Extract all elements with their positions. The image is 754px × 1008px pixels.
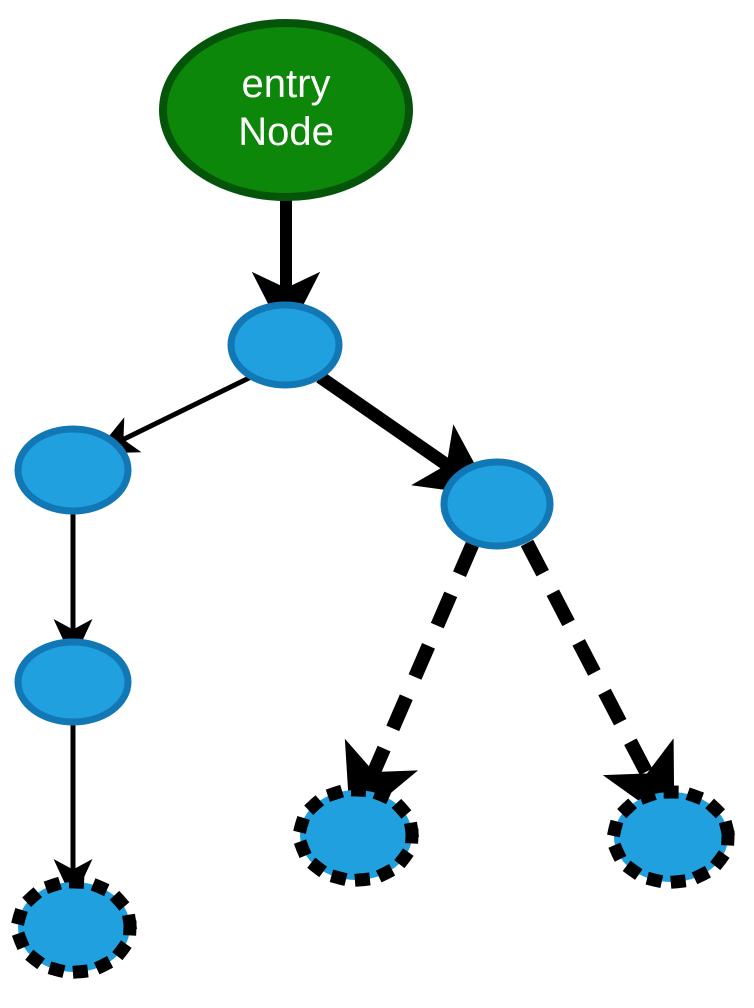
node-n5[interactable] [440, 458, 554, 550]
node-shape-entry[interactable] [159, 19, 413, 201]
node-shape-n3[interactable] [14, 638, 132, 726]
node-n6[interactable] [293, 783, 419, 887]
node-n2[interactable] [14, 425, 132, 515]
edge-n5-to-n6 [344, 540, 480, 827]
node-n1[interactable] [227, 301, 343, 389]
edge-layer [53, 197, 675, 902]
node-n7[interactable] [607, 785, 735, 889]
node-shape-n7[interactable] [607, 785, 735, 889]
edge-n1-to-n5 [316, 371, 493, 497]
node-n4[interactable] [11, 875, 137, 979]
node-shape-n2[interactable] [14, 425, 132, 515]
node-shape-n1[interactable] [227, 301, 343, 389]
edge-n5-to-n7 [520, 539, 675, 827]
node-n3[interactable] [14, 638, 132, 726]
node-shape-n4[interactable] [11, 875, 137, 979]
node-shape-n5[interactable] [440, 458, 554, 550]
edge-n1-to-n2 [95, 374, 253, 454]
node-shape-n6[interactable] [293, 783, 419, 887]
